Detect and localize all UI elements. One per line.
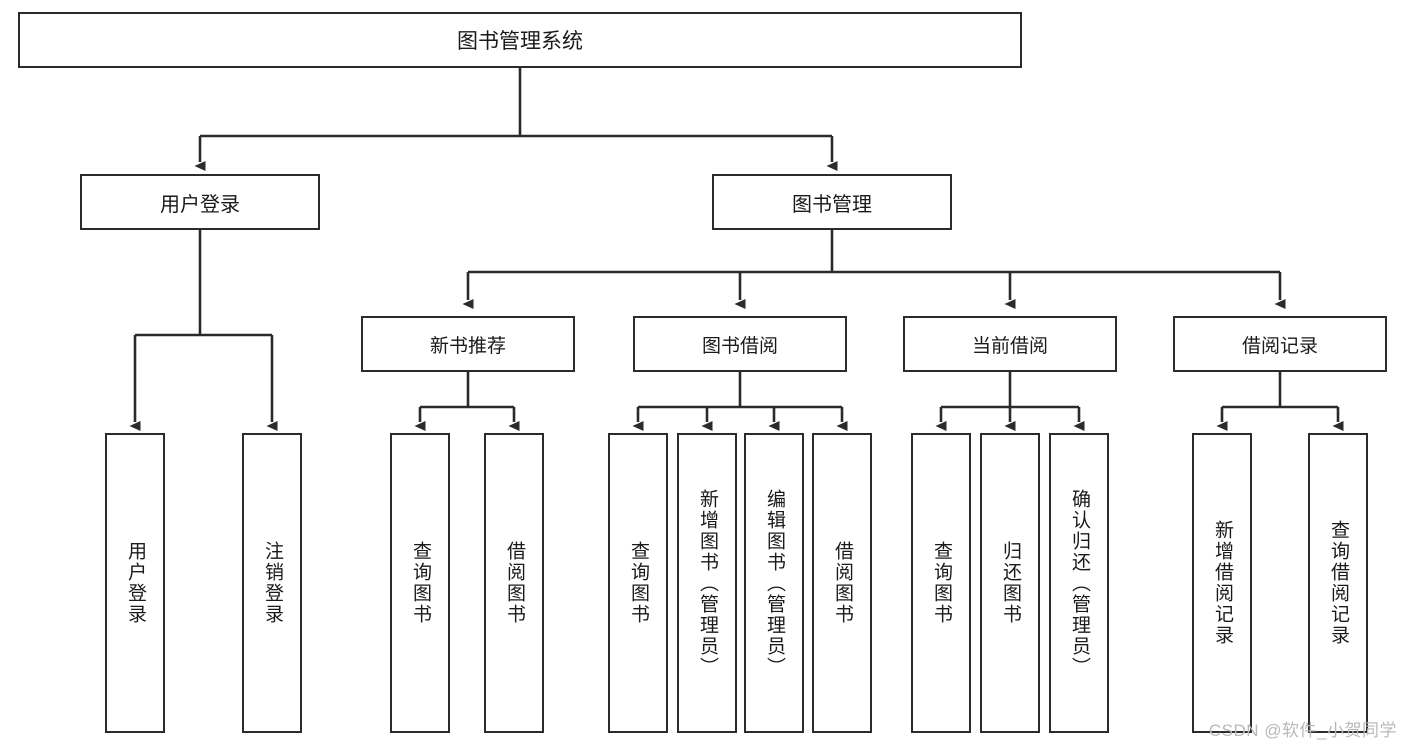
leaf-add-record[interactable]: 新增借阅记录 <box>1192 433 1252 733</box>
node-borrow-record[interactable]: 借阅记录 <box>1173 316 1387 372</box>
leaf-user-login-label: 用户登录 <box>124 541 146 625</box>
leaf-borrow-book-1-label: 借阅图书 <box>503 541 525 625</box>
leaf-query-book-1-label: 查询图书 <box>409 541 431 625</box>
leaf-user-login[interactable]: 用户登录 <box>105 433 165 733</box>
leaf-add-record-label: 新增借阅记录 <box>1211 520 1233 646</box>
leaf-logout-login[interactable]: 注销登录 <box>242 433 302 733</box>
leaf-query-book-3[interactable]: 查询图书 <box>911 433 971 733</box>
node-root-label: 图书管理系统 <box>457 30 583 53</box>
node-new-book-recommend-label: 新书推荐 <box>429 335 506 357</box>
leaf-query-record[interactable]: 查询借阅记录 <box>1308 433 1368 733</box>
leaf-edit-book[interactable]: 编辑图书（管理员） <box>744 433 804 733</box>
leaf-return-book[interactable]: 归还图书 <box>980 433 1040 733</box>
leaf-add-book[interactable]: 新增图书（管理员） <box>677 433 737 733</box>
node-book-manage[interactable]: 图书管理 <box>712 174 952 230</box>
leaf-add-book-label: 新增图书（管理员） <box>696 488 718 678</box>
leaf-query-book-2[interactable]: 查询图书 <box>608 433 668 733</box>
leaf-confirm-return[interactable]: 确认归还（管理员） <box>1049 433 1109 733</box>
leaf-borrow-book-1[interactable]: 借阅图书 <box>484 433 544 733</box>
leaf-confirm-return-label: 确认归还（管理员） <box>1068 488 1090 678</box>
leaf-logout-login-label: 注销登录 <box>261 541 283 625</box>
node-root[interactable]: 图书管理系统 <box>18 12 1022 68</box>
node-book-borrow[interactable]: 图书借阅 <box>633 316 847 372</box>
node-book-manage-label: 图书管理 <box>792 193 872 216</box>
leaf-query-record-label: 查询借阅记录 <box>1327 520 1349 646</box>
leaf-query-book-2-label: 查询图书 <box>627 541 649 625</box>
node-current-borrow-label: 当前借阅 <box>971 335 1048 357</box>
node-user-login-label: 用户登录 <box>160 193 240 216</box>
node-new-book-recommend[interactable]: 新书推荐 <box>361 316 575 372</box>
leaf-query-book-1[interactable]: 查询图书 <box>390 433 450 733</box>
leaf-query-book-3-label: 查询图书 <box>930 541 952 625</box>
node-current-borrow[interactable]: 当前借阅 <box>903 316 1117 372</box>
node-user-login[interactable]: 用户登录 <box>80 174 320 230</box>
node-borrow-record-label: 借阅记录 <box>1241 335 1318 357</box>
leaf-return-book-label: 归还图书 <box>999 541 1021 625</box>
leaf-borrow-book-2[interactable]: 借阅图书 <box>812 433 872 733</box>
watermark: CSDN @软件_小贺同学 <box>1208 721 1397 740</box>
node-book-borrow-label: 图书借阅 <box>701 335 778 357</box>
leaf-edit-book-label: 编辑图书（管理员） <box>763 488 785 678</box>
leaf-borrow-book-2-label: 借阅图书 <box>831 541 853 625</box>
